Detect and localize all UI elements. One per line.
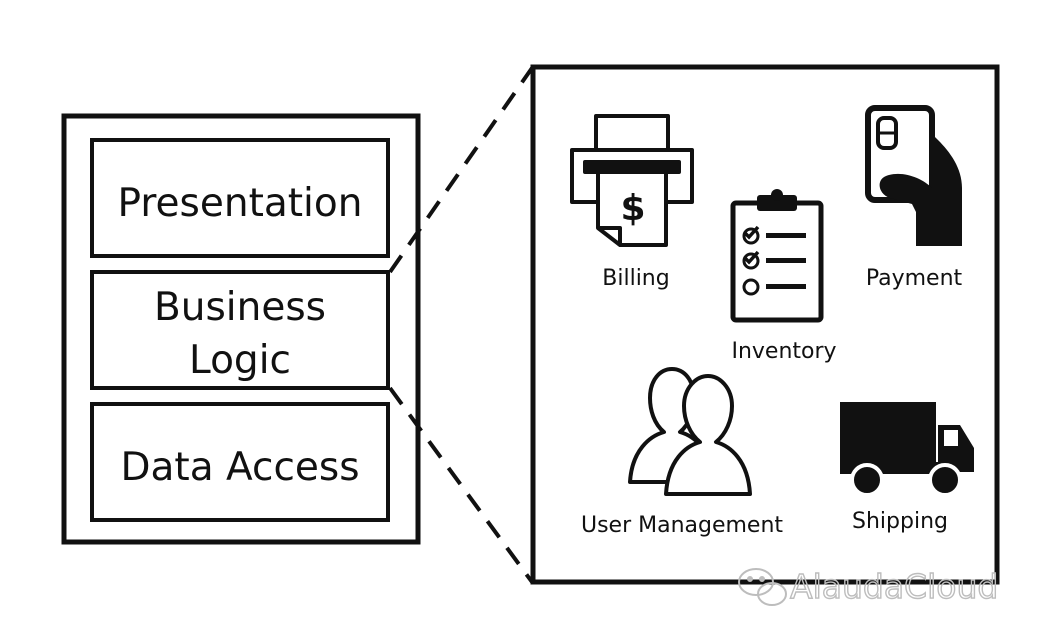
layer-data-access-label: Data Access xyxy=(120,445,359,490)
layer-business-logic-label-line1: Business xyxy=(154,285,326,330)
zoom-connector-bottom xyxy=(388,386,534,584)
clipboard-icon xyxy=(730,189,824,323)
watermark: AlaudaCloud xyxy=(738,566,999,607)
layer-presentation-box xyxy=(90,138,390,258)
services-box xyxy=(530,64,1000,585)
monolith-box xyxy=(61,113,421,545)
wechat-icon xyxy=(738,568,787,606)
users-icon xyxy=(628,367,752,496)
watermark-text: AlaudaCloud xyxy=(790,567,998,606)
layer-presentation-label: Presentation xyxy=(118,181,363,226)
shipping-label: Shipping xyxy=(852,509,948,534)
hand-card-icon xyxy=(865,105,962,246)
payment-label: Payment xyxy=(866,266,963,291)
billing-icon: $ xyxy=(570,114,694,247)
billing-label: Billing xyxy=(602,266,669,291)
user-management-label: User Management xyxy=(581,513,783,538)
inventory-label: Inventory xyxy=(731,339,836,364)
zoom-connector-top xyxy=(388,66,534,274)
svg-text:$: $ xyxy=(620,188,645,229)
layer-data-access-box xyxy=(90,402,390,522)
layer-business-logic-box xyxy=(90,270,390,390)
layer-business-logic-label-line2: Logic xyxy=(189,338,291,383)
truck-icon xyxy=(840,402,974,497)
